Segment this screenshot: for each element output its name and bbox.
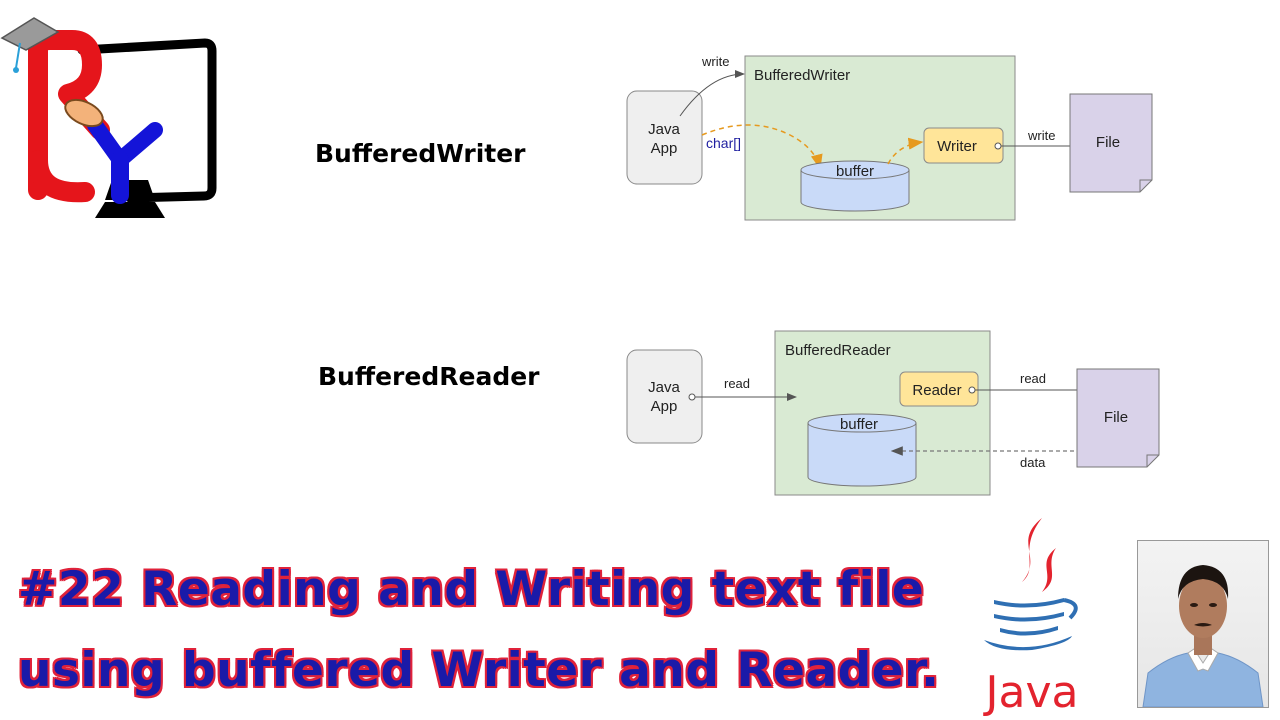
- writer-char-array-label: char[]: [706, 135, 741, 151]
- java-wordmark: Java: [983, 667, 1079, 717]
- java-steam-icon: [1022, 518, 1042, 582]
- reader-read-left-label: read: [724, 376, 750, 391]
- writer-box-label: Writer: [937, 138, 977, 155]
- writer-buffer-cylinder: [800, 160, 910, 212]
- writer-file-label: File: [1096, 134, 1120, 151]
- reader-buffer-label: buffer: [840, 416, 878, 433]
- presenter-silhouette: [1142, 565, 1264, 708]
- reader-container-title: BufferedReader: [785, 342, 891, 359]
- reader-box-label: Reader: [912, 382, 961, 399]
- presenter-photo: [1137, 540, 1269, 708]
- buffered-writer-label: BufferedWriter: [315, 139, 526, 168]
- writer-buffer-label: buffer: [836, 163, 874, 180]
- reader-java-app-line1: Java: [648, 379, 680, 396]
- reader-data-label: data: [1020, 455, 1046, 470]
- reader-box: [899, 371, 979, 407]
- channel-logo: [0, 17, 217, 218]
- java-logo: Java: [983, 518, 1079, 717]
- reader-file-shape: [1076, 368, 1160, 468]
- headline-line-1: #22 Reading and Writing text file: [18, 562, 925, 617]
- writer-write-top-label: write: [701, 54, 729, 69]
- reader-buffer-cylinder: [807, 413, 917, 487]
- java-cup-icon: [994, 598, 1064, 608]
- buffered-reader-label: BufferedReader: [318, 362, 540, 391]
- reader-file-label: File: [1104, 409, 1128, 426]
- headline-line-2: using buffered Writer and Reader.: [18, 643, 940, 698]
- buffered-reader-diagram: BufferedReader Java App read Reader read…: [626, 330, 1160, 496]
- buffered-writer-diagram: BufferedWriter Java App write char[] buf…: [626, 54, 1153, 221]
- writer-java-app-line2: App: [651, 140, 678, 157]
- writer-container-title: BufferedWriter: [754, 67, 850, 84]
- writer-java-app-line1: Java: [648, 121, 680, 138]
- writer-file-shape: [1069, 93, 1153, 193]
- reader-read-right-label: read: [1020, 371, 1046, 386]
- reader-java-app-line2: App: [651, 398, 678, 415]
- writer-write-right-label: write: [1027, 128, 1055, 143]
- writer-java-app-box: [626, 90, 703, 185]
